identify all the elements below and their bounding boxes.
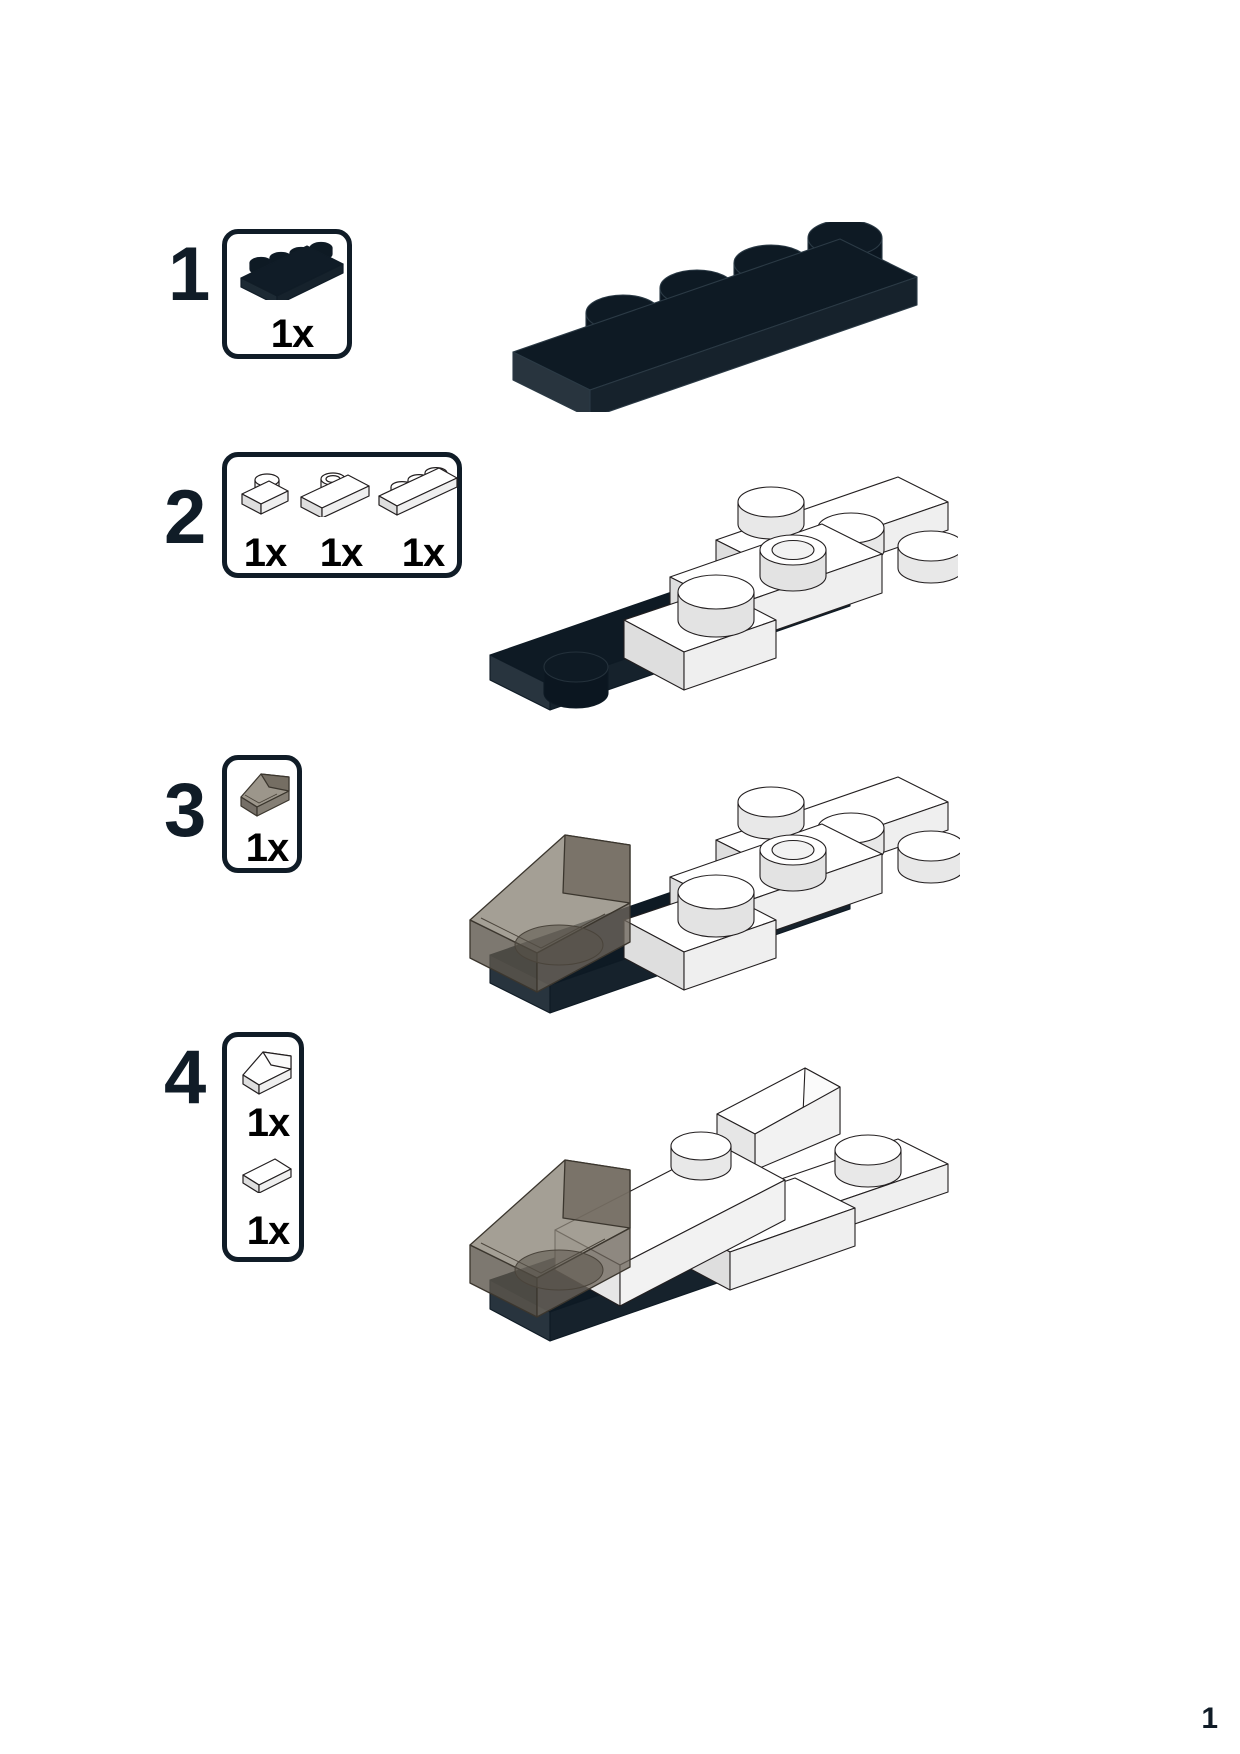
parts-callout-step-4: 1x 1x [222, 1032, 304, 1262]
qty-row-step-4-part-1: 1x [227, 1097, 309, 1143]
step-number-4: 4 [164, 1035, 206, 1120]
qty-row-step-4-part-2: 1x [227, 1205, 309, 1251]
assembly-image-step-4 [455, 1030, 965, 1350]
part-icon-plate-1x4-black [233, 240, 351, 300]
step-number-3: 3 [164, 768, 206, 853]
assembly-image-step-2 [478, 440, 958, 735]
part-icon-plate-1x2-center-stud-white [295, 469, 375, 517]
part-quantity: 1x [401, 531, 446, 575]
parts-callout-step-3: 1x [222, 755, 302, 873]
part-quantity: 1x [246, 1101, 290, 1145]
part-icon-slope-1x2-trans-smoke [235, 767, 297, 819]
qty-row-step-3: 1x [227, 822, 307, 868]
page-number: 1 [1201, 1702, 1218, 1735]
part-quantity: 1x [246, 1209, 290, 1253]
part-quantity: 1x [319, 531, 364, 575]
part-icon-tile-1x2-white [237, 1153, 299, 1193]
qty-row-step-1: 1x [227, 308, 357, 354]
qty-row-step-2: 1x 1x 1x [227, 527, 467, 573]
part-quantity: 1x [243, 531, 288, 575]
assembly-image-step-1 [505, 222, 925, 412]
part-icon-plate-1x3-white [373, 463, 463, 517]
parts-callout-step-2: 1x 1x 1x [222, 452, 462, 578]
parts-callout-step-1: 1x [222, 229, 352, 359]
step-number-2: 2 [164, 475, 206, 560]
part-quantity: 1x [270, 312, 314, 356]
step-number-1: 1 [168, 232, 210, 317]
part-quantity: 1x [245, 826, 289, 870]
part-icon-slope-1x2-white [237, 1047, 299, 1095]
part-icon-plate-1x1-white [236, 469, 294, 517]
assembly-image-step-3 [455, 740, 960, 1015]
